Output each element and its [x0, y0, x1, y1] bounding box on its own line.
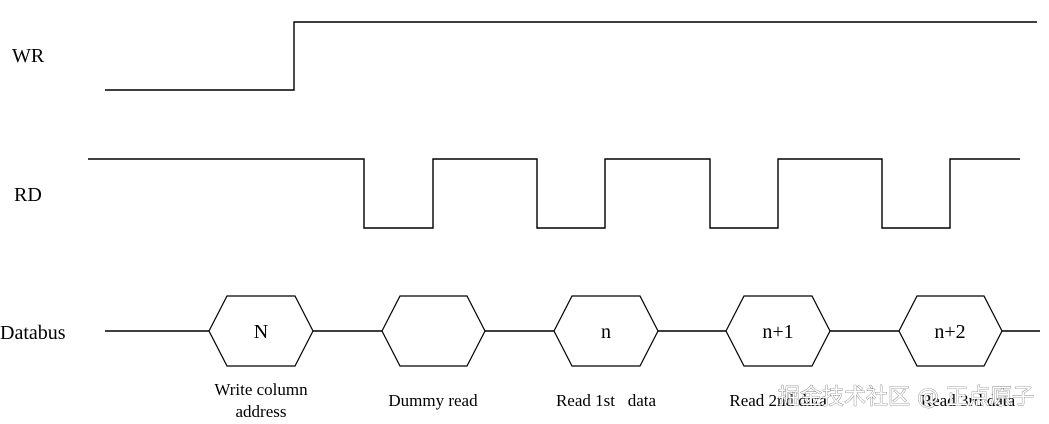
caption-read-2nd: Read 2nd data: [729, 391, 827, 410]
caption-write-column: Write column: [214, 380, 308, 399]
bus-cycle-read-2: [725, 295, 831, 367]
caption-read-1st: Read 1st data: [556, 391, 657, 410]
bus-value: n: [601, 321, 611, 343]
databus-label: Databus: [0, 322, 66, 344]
bus-cycle-read-1: [553, 295, 659, 367]
bus-value: n+2: [934, 321, 965, 343]
bus-cycle-read-3: [898, 295, 1003, 367]
caption-read-3rd: Read 3rd data: [921, 391, 1016, 410]
caption-dummy-read: Dummy read: [388, 391, 478, 410]
watermark: 掘金技术社区 @ 正点原子: [778, 385, 1034, 410]
bus-value: n+1: [762, 321, 793, 343]
wr-waveform: [105, 21, 1037, 91]
bus-cycle-dummy-read: [381, 295, 486, 367]
rd-label: RD: [14, 184, 42, 206]
bus-value: N: [254, 321, 268, 343]
rd-waveform: [88, 158, 1020, 229]
bus-cycle-write-address: [208, 295, 314, 367]
wr-label: WR: [12, 45, 45, 67]
caption-address: address: [236, 402, 287, 421]
